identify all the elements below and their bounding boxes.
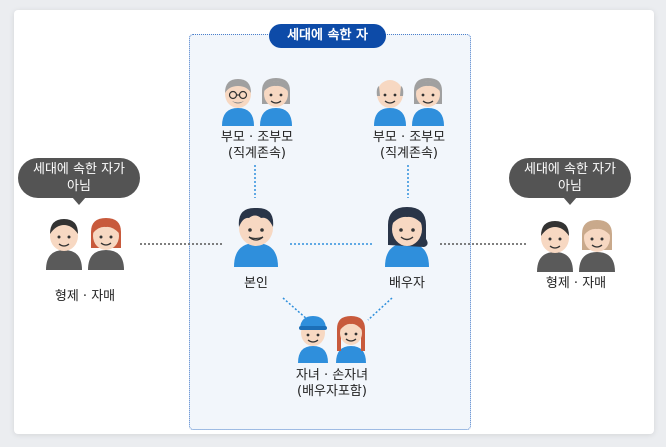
parents-label-right: 부모 · 조부모 (직계존속) <box>362 130 456 162</box>
badge-line-1: 세대에 속한 자가 <box>524 162 616 177</box>
brother-figure-right <box>537 221 573 272</box>
siblings-label-left: 형제 · 자매 <box>54 289 116 304</box>
grandmother-figure-right <box>412 78 444 126</box>
badge-line-1: 세대에 속한 자가 <box>33 162 125 177</box>
self-figure <box>234 207 278 267</box>
self-label: 본인 <box>244 276 268 291</box>
badge-pointer <box>563 197 577 205</box>
spouse-figure <box>385 207 429 267</box>
not-household-badge-right: 세대에 속한 자가 아님 <box>509 158 631 205</box>
label-line-1: 자녀 · 손자녀 <box>295 368 369 383</box>
label-line-1: 부모 · 조부모 <box>372 130 446 145</box>
not-household-badge-left: 세대에 속한 자가 아님 <box>18 158 140 205</box>
label-line-2: (직계존속) <box>380 146 438 161</box>
badge-line-2: 아님 <box>558 179 582 194</box>
grandmother-figure <box>260 78 292 126</box>
parents-label-left: 부모 · 조부모 (직계존속) <box>210 130 304 162</box>
household-label: 세대에 속한 자 <box>269 24 386 48</box>
label-line-2: (배우자포함) <box>297 384 367 399</box>
label-line-2: (직계존속) <box>228 146 286 161</box>
brother-figure-left <box>46 219 82 270</box>
sister-figure-left <box>88 218 124 270</box>
badge-line-2: 아님 <box>67 179 91 194</box>
bald-grandfather-figure <box>374 80 406 126</box>
siblings-label-right: 형제 · 자매 <box>545 276 607 291</box>
grandson-figure <box>298 316 328 363</box>
grandfather-figure <box>222 79 254 126</box>
children-label: 자녀 · 손자녀 (배우자포함) <box>282 368 382 400</box>
granddaughter-figure <box>336 316 366 363</box>
badge-pointer <box>72 197 86 205</box>
label-line-1: 부모 · 조부모 <box>220 130 294 145</box>
sister-figure-right <box>579 220 615 272</box>
spouse-label: 배우자 <box>389 276 425 291</box>
